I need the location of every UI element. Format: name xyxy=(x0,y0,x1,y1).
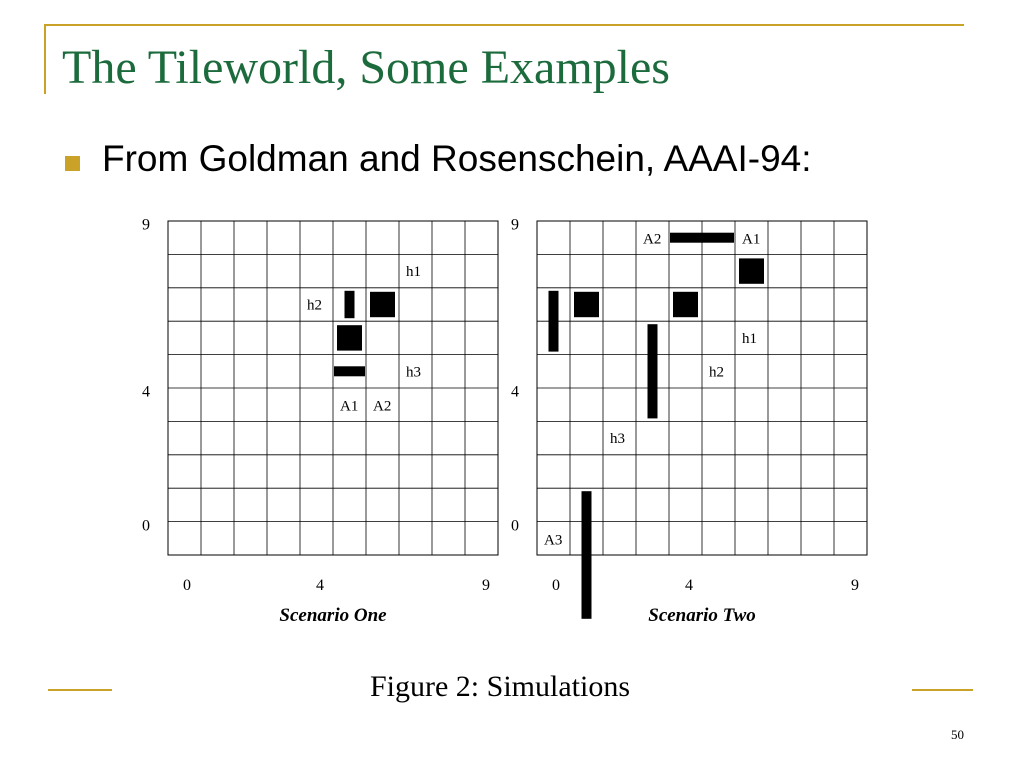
scenario-1-x-tick-label: 0 xyxy=(183,577,191,594)
scenario-2-y-tick-label: 0 xyxy=(511,517,519,534)
scenario-2-x-tick-label: 4 xyxy=(685,577,693,594)
scenario-1-x-tick-label: 9 xyxy=(482,577,490,594)
scenario-2-hole-label: h3 xyxy=(610,431,625,447)
scenario-2-tile xyxy=(574,291,599,318)
scenario-1-hole-label: h1 xyxy=(406,264,421,280)
scenario-2-y-tick-label: 9 xyxy=(511,217,519,234)
scenario-2-obstacle xyxy=(670,232,734,243)
page-number: 50 xyxy=(951,727,964,742)
scenario-1-tile xyxy=(370,291,395,318)
bullet-text: From Goldman and Rosenschein, AAAI-94: xyxy=(102,138,812,179)
scenario-1-hole-label: h3 xyxy=(406,364,421,380)
scenario-1-y-tick-label: 4 xyxy=(142,384,150,401)
scenario-1-x-tick-label: 4 xyxy=(316,577,324,594)
scenario-2-y-tick-label: 4 xyxy=(511,384,519,401)
figure-caption: Figure 2: Simulations xyxy=(369,670,630,703)
scenario-2-tile xyxy=(673,291,698,318)
scenario-2-x-tick-label: 0 xyxy=(552,577,560,594)
scenario-1-name-label: Scenario One xyxy=(279,605,387,626)
footer-rule-right xyxy=(912,689,973,691)
scenario-1-y-tick-label: 9 xyxy=(142,217,150,234)
scenario-2-agent-label: A2 xyxy=(643,232,661,248)
scenario-2-x-tick-label: 9 xyxy=(851,577,859,594)
scenario-2-obstacle xyxy=(548,290,559,352)
scenario-2-obstacle xyxy=(581,491,592,619)
title-frame-left-rule xyxy=(44,24,46,94)
scenario-1-obstacle xyxy=(344,290,355,319)
scenario-1-agent-label: A1 xyxy=(340,399,358,415)
scenario-1-tile xyxy=(337,325,362,351)
scenario-2-hole-label: h2 xyxy=(709,364,724,380)
scenario-1-y-tick-label: 0 xyxy=(142,517,150,534)
scenario-2-agent-label: A3 xyxy=(544,532,562,548)
footer-rule-left xyxy=(48,689,112,691)
title-frame-top-rule xyxy=(44,24,964,26)
scenario-2-obstacle xyxy=(647,324,658,419)
scenario-2-hole-label: h1 xyxy=(742,331,757,347)
scenario-1-hole-label: h2 xyxy=(307,298,322,314)
scenario-1-obstacle xyxy=(334,366,365,377)
scenario-2-agent-label: A1 xyxy=(742,232,760,248)
slide-title: The Tileworld, Some Examples xyxy=(62,41,670,94)
scenario-2-name-label: Scenario Two xyxy=(648,605,756,626)
scenario-2-tile xyxy=(739,258,764,284)
bullet-marker-icon xyxy=(65,156,80,171)
scenario-1-agent-label: A2 xyxy=(373,399,391,415)
